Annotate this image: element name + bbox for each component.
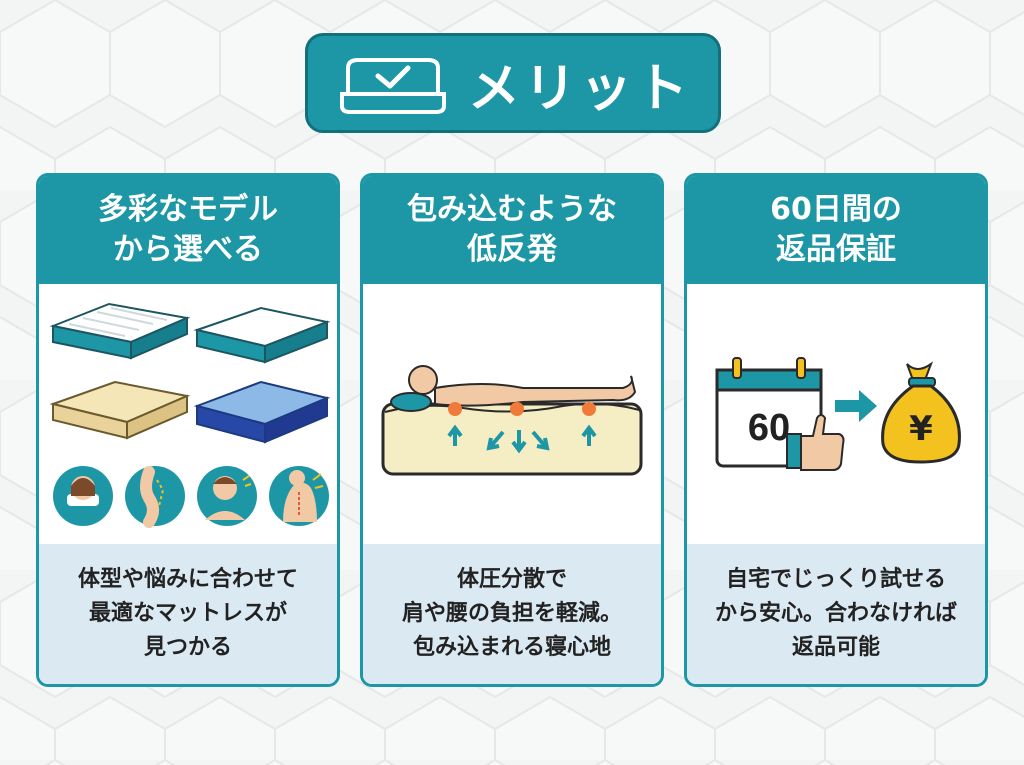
page-title: メリット (468, 58, 693, 119)
card-heading-line: 低反発 (467, 232, 557, 267)
sleeping-face-icon (53, 466, 113, 526)
merit-card-low-rebound: 包み込むような 低反発 体圧分散で 肩や腰 (360, 173, 664, 687)
card-heading: 60日間の 返品保証 (687, 176, 985, 284)
card-heading-line: 包み込むような (407, 192, 617, 227)
title-banner: メリット (305, 33, 721, 133)
money-bag-icon: ¥ (881, 361, 961, 464)
card-description: 自宅でじっくり試せる から安心。合わなければ 返品可能 (687, 544, 985, 684)
mattress-white-icon (193, 306, 331, 364)
card-description-line: から安心。合わなければ (714, 601, 957, 626)
card-heading-line: 多彩なモデル (98, 192, 278, 227)
merit-card-return-guarantee: 60日間の 返品保証 60 ¥ (684, 173, 988, 687)
mattress-check-icon (340, 58, 446, 114)
card-illustration (39, 284, 337, 546)
card-description: 体圧分散で 肩や腰の負担を軽減。 包み込まれる寝心地 (363, 544, 661, 684)
card-heading-line: 60日間の (770, 192, 902, 227)
card-description-line: 肩や腰の負担を軽減。 (401, 601, 622, 626)
card-description-line: 体型や悩みに合わせて (77, 567, 298, 592)
card-description-line: 返品可能 (791, 635, 880, 660)
mattress-quilted-icon (49, 302, 191, 360)
card-description-line: 体圧分散で (456, 567, 567, 592)
card-heading-line: から選べる (113, 232, 263, 267)
spine-icon (125, 466, 185, 528)
card-illustration (363, 284, 661, 546)
mattress-cream-icon (49, 380, 191, 440)
thumbs-up-icon (786, 414, 845, 471)
card-description-line: 自宅でじっくり試せる (725, 567, 946, 592)
card-description-line: 包み込まれる寝心地 (412, 635, 611, 660)
person-lying-on-foam-icon (381, 365, 643, 476)
arrow-right-icon (835, 390, 877, 422)
card-illustration: 60 ¥ (687, 284, 985, 546)
card-heading: 包み込むような 低反発 (363, 176, 661, 284)
pressure-arrows-icon (447, 424, 597, 454)
card-description-line: 見つかる (143, 635, 232, 660)
neck-pain-icon (197, 466, 257, 526)
card-description-line: 最適なマットレスが (88, 601, 287, 626)
card-heading: 多彩なモデル から選べる (39, 176, 337, 284)
mattress-blue-icon (193, 380, 331, 444)
card-description: 体型や悩みに合わせて 最適なマットレスが 見つかる (39, 544, 337, 684)
back-pain-icon (269, 466, 329, 526)
calendar-number: 60 (748, 407, 790, 449)
card-heading-line: 返品保証 (776, 232, 896, 267)
money-symbol: ¥ (909, 409, 933, 449)
merit-card-models: 多彩なモデル から選べる (36, 173, 340, 687)
